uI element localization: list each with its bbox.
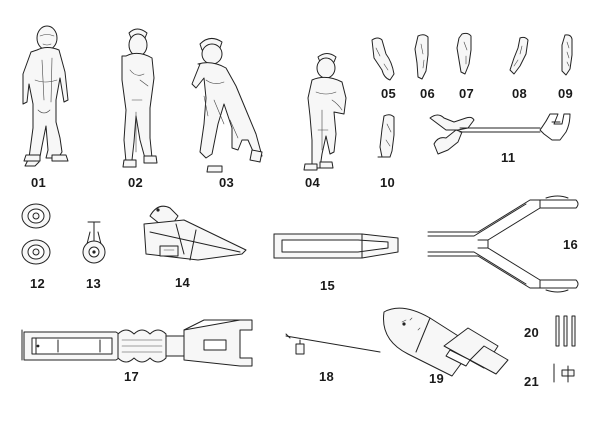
label-16: 16 [563, 237, 579, 252]
label-07: 07 [459, 86, 475, 101]
label-14: 14 [175, 275, 191, 290]
crew-figure-3 [191, 38, 263, 173]
label-01: 01 [31, 175, 47, 190]
label-02: 02 [128, 175, 144, 190]
label-05: 05 [381, 86, 397, 101]
crew-figure-1 [22, 25, 69, 167]
label-12: 12 [30, 276, 46, 291]
arm-part-6 [414, 34, 429, 80]
crew-figure-2 [121, 28, 158, 168]
cart-tray [273, 233, 399, 259]
trolley-chassis [21, 319, 253, 367]
arm-part-8 [509, 36, 529, 75]
tow-bar-with-arms [429, 113, 571, 155]
label-10: 10 [380, 175, 396, 190]
fin-rods [555, 315, 576, 347]
bomb-body [383, 307, 509, 377]
label-06: 06 [420, 86, 436, 101]
label-03: 03 [219, 175, 235, 190]
label-20: 20 [524, 325, 540, 340]
crew-figure-4 [303, 53, 347, 171]
cart-front-section [143, 205, 247, 261]
lever-rod [285, 333, 381, 355]
small-fitting [553, 363, 575, 383]
arm-part-10 [377, 114, 395, 158]
label-08: 08 [512, 86, 528, 101]
label-11: 11 [501, 150, 516, 165]
label-13: 13 [86, 276, 102, 291]
label-17: 17 [124, 369, 140, 384]
label-15: 15 [320, 278, 336, 293]
wheel-pair [21, 203, 51, 265]
caster-wheel [82, 221, 106, 264]
arm-part-9 [561, 34, 573, 76]
label-19: 19 [429, 371, 445, 386]
label-18: 18 [319, 369, 335, 384]
arm-part-5 [371, 37, 395, 81]
arm-part-7 [456, 32, 472, 75]
label-09: 09 [558, 86, 574, 101]
label-04: 04 [305, 175, 321, 190]
label-21: 21 [524, 374, 540, 389]
tow-frame [427, 195, 579, 293]
